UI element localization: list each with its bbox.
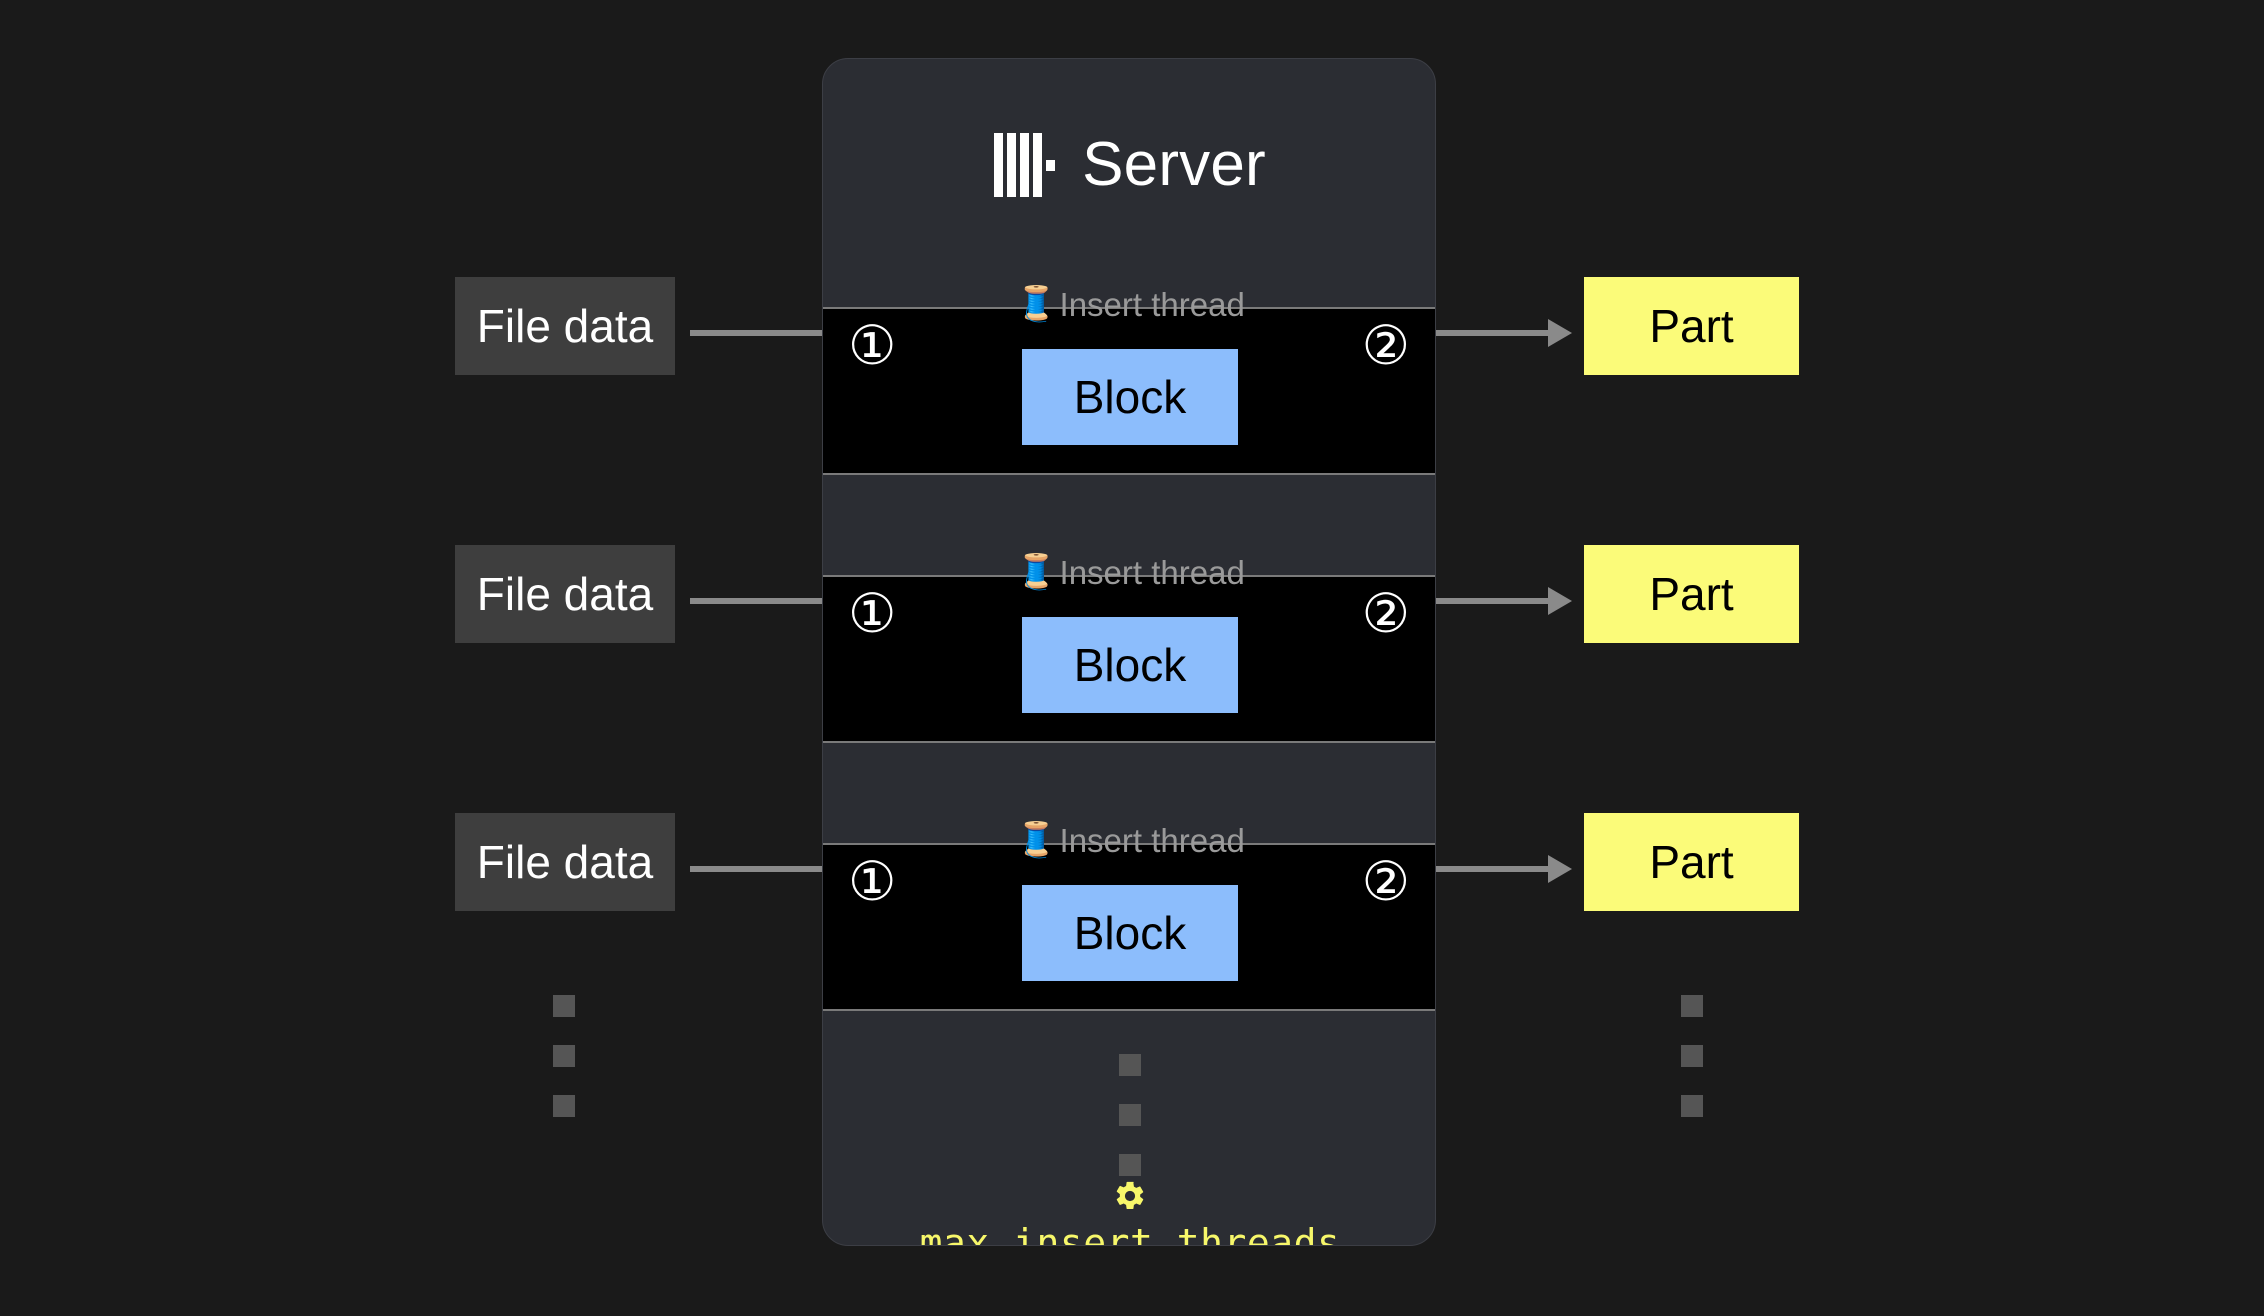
insert-thread-label-3: 🧵 Insert thread xyxy=(1013,823,1247,857)
ellipsis-dot xyxy=(1681,1045,1703,1067)
insert-thread-text: Insert thread xyxy=(1059,285,1245,323)
ellipsis-dot xyxy=(1119,1154,1141,1176)
block-box-3: Block xyxy=(1022,885,1238,981)
insert-thread-band-3: 🧵 Insert thread ① ② Block xyxy=(823,823,1435,1011)
step-marker-out-3: ② xyxy=(1361,850,1410,913)
part-label: Part xyxy=(1649,300,1734,352)
part-box-3: Part xyxy=(1584,813,1799,911)
step-marker-in-3: ① xyxy=(848,850,897,913)
ellipsis-dot xyxy=(553,1045,575,1067)
server-panel: Server 🧵 Insert thread ① ② Block 🧵 Inser… xyxy=(822,58,1436,1246)
block-label: Block xyxy=(1073,371,1187,423)
server-title-label: Server xyxy=(1082,130,1266,199)
part-box-1: Part xyxy=(1584,277,1799,375)
file-data-box-3: File data xyxy=(455,813,675,911)
file-data-label: File data xyxy=(476,836,654,888)
vertical-ellipsis-icon-left xyxy=(553,995,575,1117)
vertical-ellipsis-icon-right xyxy=(1681,995,1703,1117)
block-label: Block xyxy=(1073,639,1187,691)
file-data-box-2: File data xyxy=(455,545,675,643)
file-data-label: File data xyxy=(476,568,654,620)
insert-thread-label-1: 🧵 Insert thread xyxy=(1013,287,1247,321)
max-insert-threads-label: max_insert_threads xyxy=(919,1221,1341,1246)
thread-spool-icon: 🧵 xyxy=(1015,553,1058,591)
ellipsis-dot xyxy=(1119,1054,1141,1076)
step-marker-in-1: ① xyxy=(848,314,897,377)
block-label: Block xyxy=(1073,907,1187,959)
ellipsis-dot xyxy=(1681,1095,1703,1117)
ellipsis-dot xyxy=(1681,995,1703,1017)
file-data-label: File data xyxy=(476,300,654,352)
ellipsis-dot xyxy=(553,1095,575,1117)
max-insert-threads-setting: max_insert_threads xyxy=(823,1179,1435,1246)
part-box-2: Part xyxy=(1584,545,1799,643)
ellipsis-dot xyxy=(553,995,575,1017)
file-data-box-1: File data xyxy=(455,277,675,375)
clickhouse-logo-icon xyxy=(994,133,1060,197)
insert-thread-band-2: 🧵 Insert thread ① ② Block xyxy=(823,555,1435,743)
gear-icon xyxy=(1113,1179,1147,1217)
insert-thread-label-2: 🧵 Insert thread xyxy=(1013,555,1247,589)
step-marker-out-1: ② xyxy=(1361,314,1410,377)
step-marker-out-2: ② xyxy=(1361,582,1410,645)
part-label: Part xyxy=(1649,836,1734,888)
ellipsis-dot xyxy=(1119,1104,1141,1126)
vertical-ellipsis-icon-center xyxy=(1119,1054,1141,1176)
thread-spool-icon: 🧵 xyxy=(1015,285,1058,323)
block-box-2: Block xyxy=(1022,617,1238,713)
insert-thread-text: Insert thread xyxy=(1059,553,1245,591)
server-title: Server xyxy=(823,130,1435,199)
insert-thread-text: Insert thread xyxy=(1059,821,1245,859)
part-label: Part xyxy=(1649,568,1734,620)
thread-spool-icon: 🧵 xyxy=(1015,821,1058,859)
step-marker-in-2: ① xyxy=(848,582,897,645)
block-box-1: Block xyxy=(1022,349,1238,445)
insert-thread-band-1: 🧵 Insert thread ① ② Block xyxy=(823,287,1435,475)
